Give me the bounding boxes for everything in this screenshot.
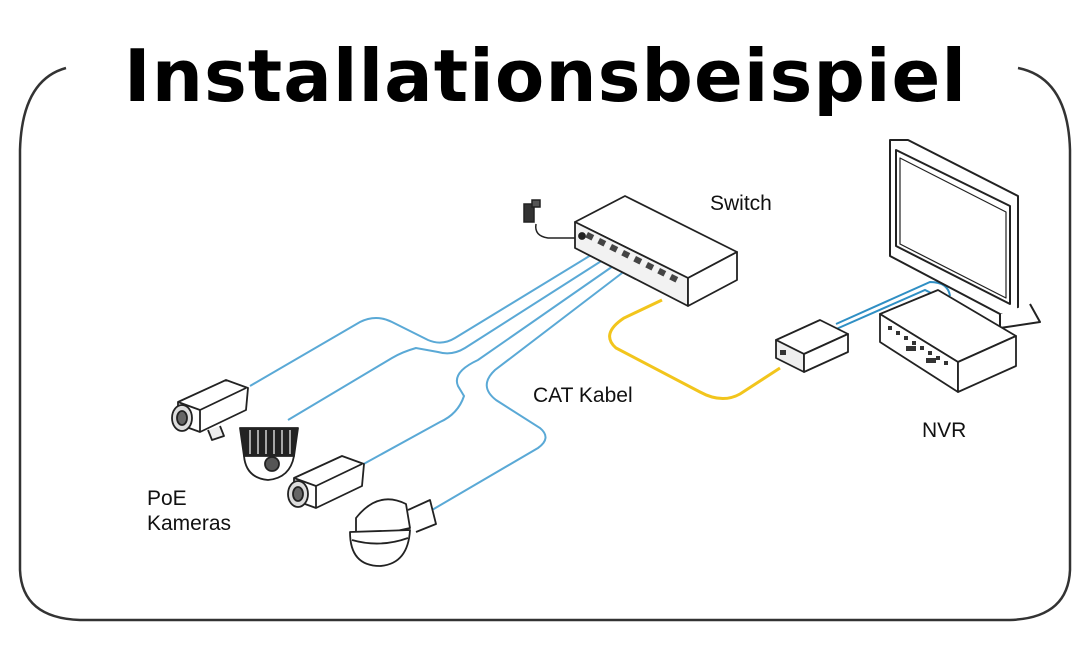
bullet-camera-icon [171, 379, 249, 441]
switch-label: Switch [710, 192, 772, 215]
nvr-recorder-icon [879, 289, 1017, 393]
cable-camera-2 [287, 257, 607, 421]
nvr-label: NVR [922, 419, 967, 442]
camera-cables [249, 251, 627, 511]
ptz-camera-icon [349, 498, 437, 567]
cat-cable [608, 298, 781, 400]
power-adapter-icon [523, 199, 583, 240]
cameras-label: PoE Kameras [147, 486, 231, 536]
diagram-title: Installationsbeispiel [123, 34, 968, 118]
cameras-label-line2: Kameras [147, 512, 232, 535]
cable-camera-3 [359, 263, 617, 467]
cable-camera-1 [249, 251, 597, 387]
frame-border [18, 66, 1072, 622]
cable-label: CAT Kabel [533, 384, 633, 407]
bullet-camera-icon [287, 455, 365, 509]
cameras-label-line1: PoE [147, 487, 187, 510]
monitor-icon [889, 139, 1041, 329]
media-converter-icon [775, 319, 849, 373]
poe-switch-icon [574, 195, 738, 307]
cable-camera-4 [431, 269, 627, 511]
dome-camera-icon [239, 427, 299, 481]
